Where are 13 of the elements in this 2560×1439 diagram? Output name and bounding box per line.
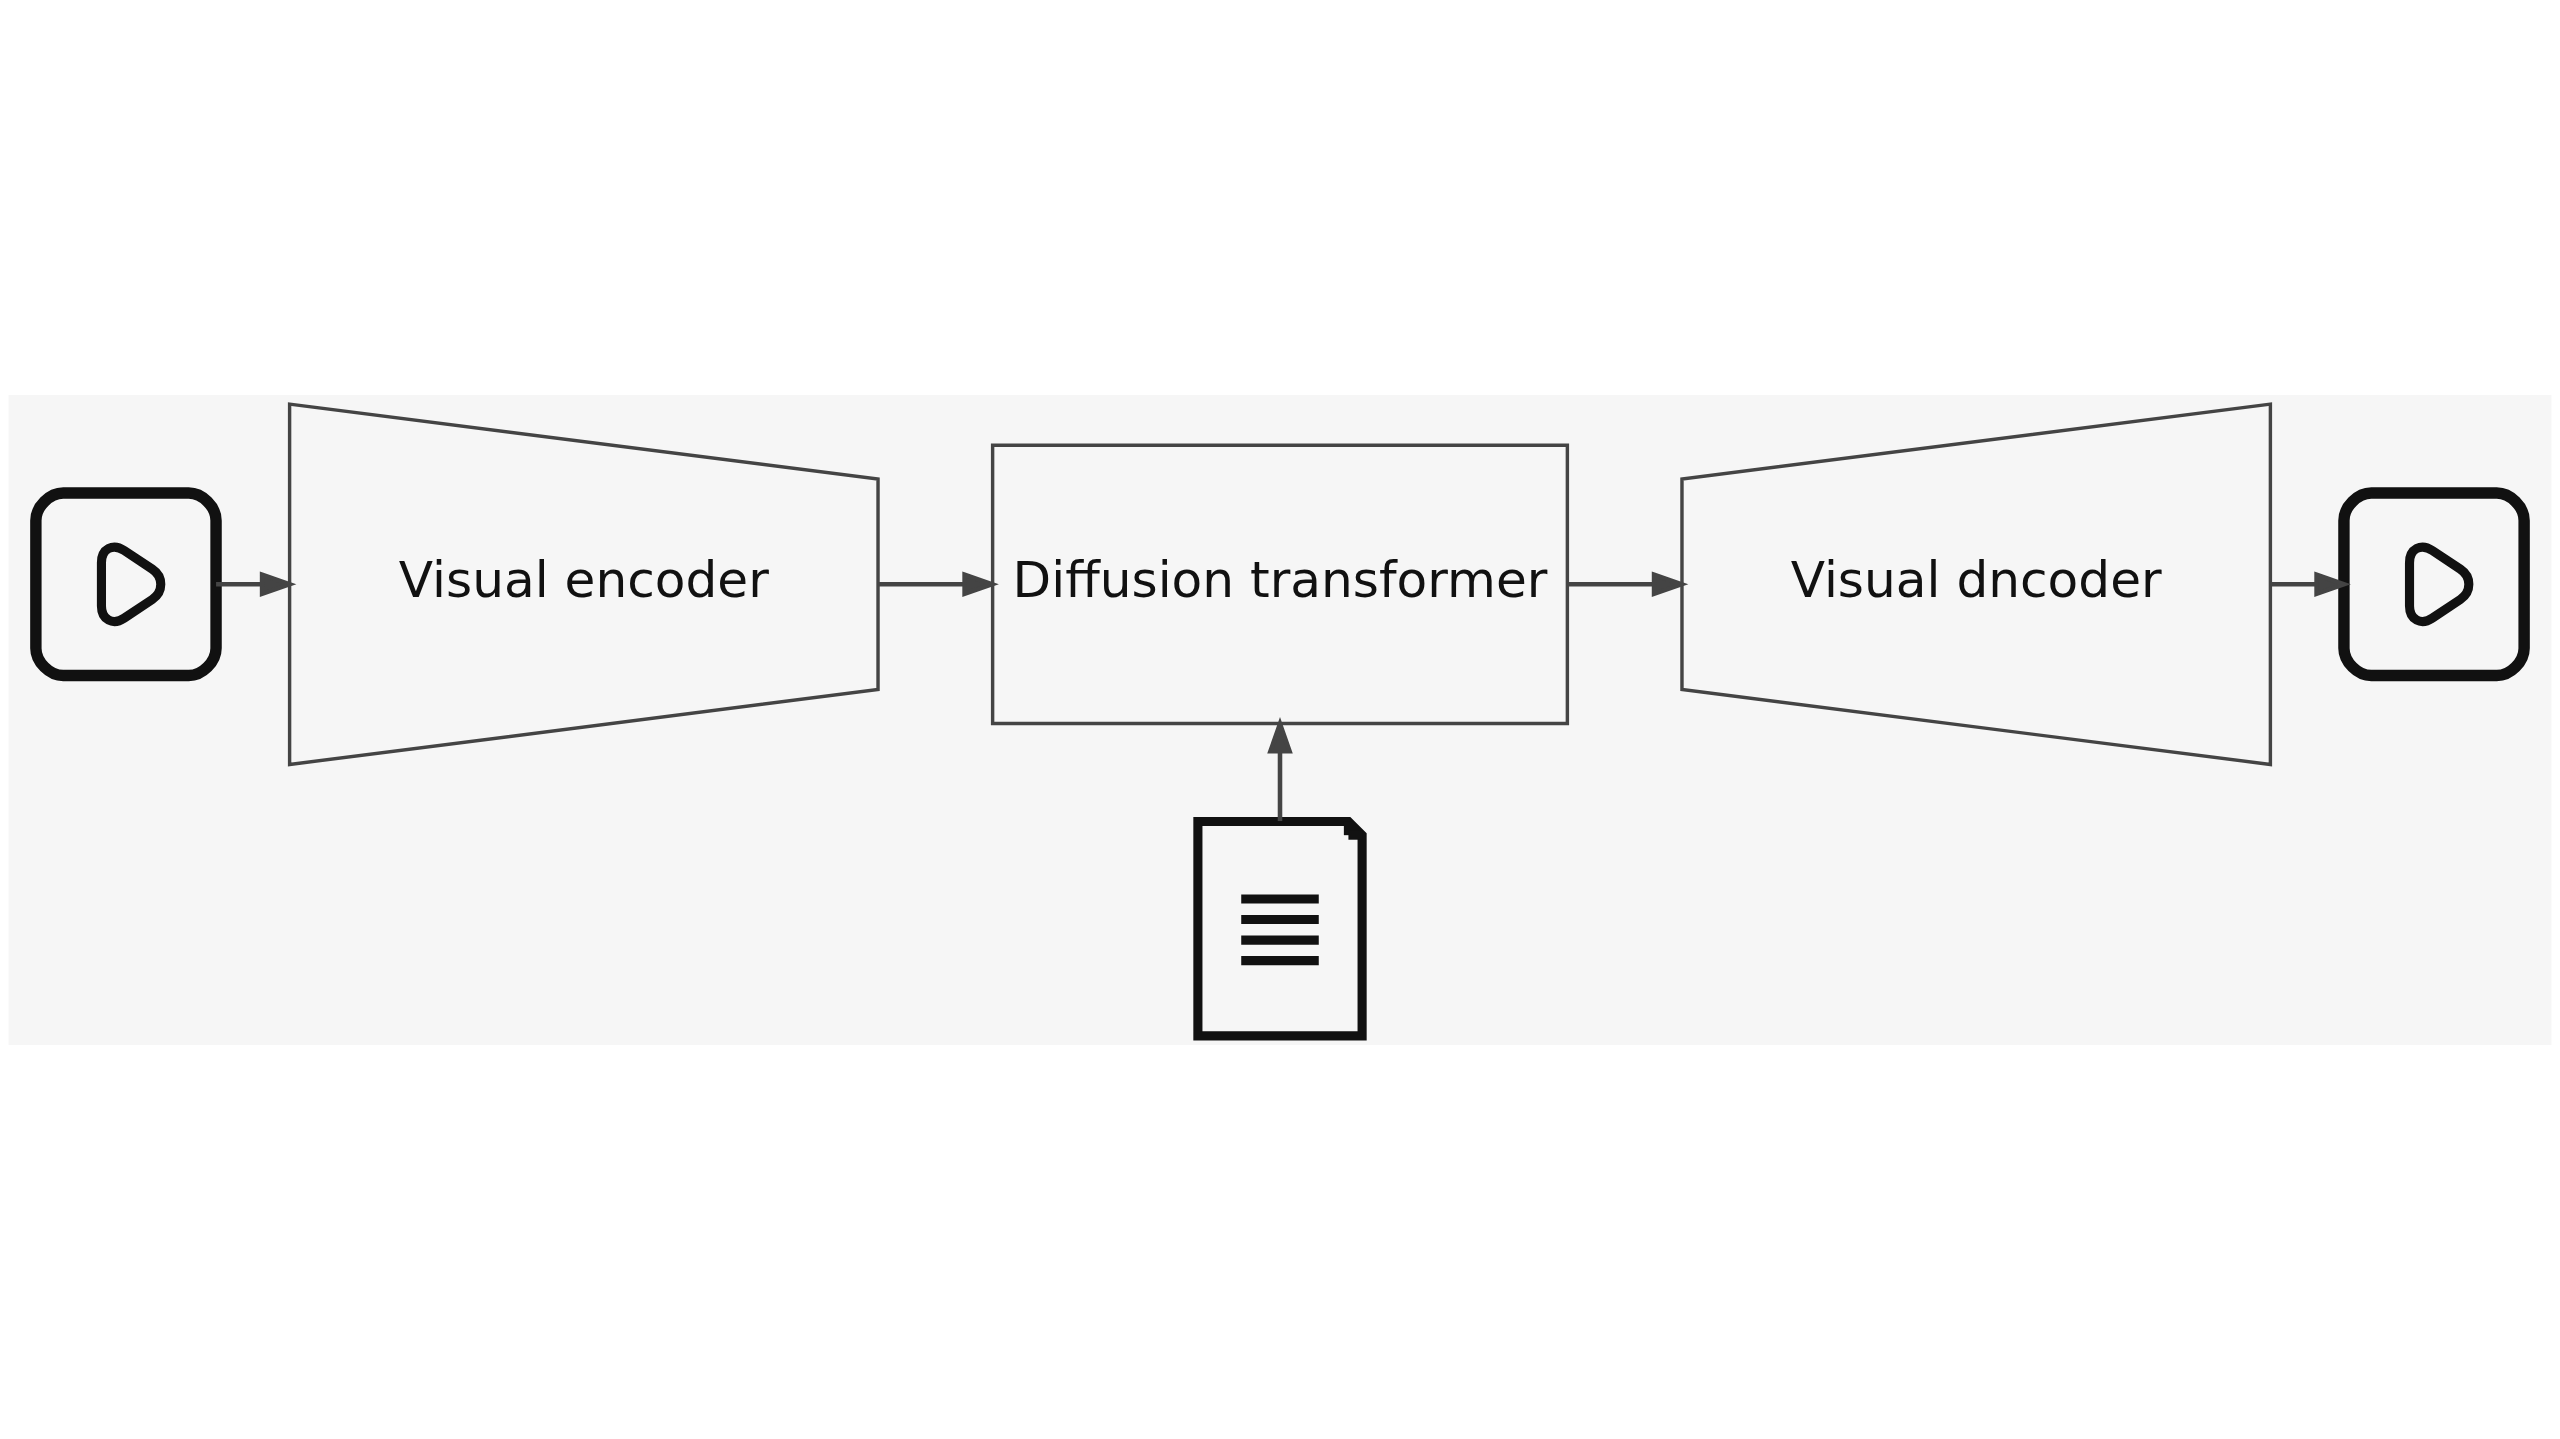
arrow [1267,716,1293,821]
node-box: Visual dncoder [1680,401,2273,766]
arrow [878,571,999,597]
cluster [2338,486,2530,681]
arrow [216,571,297,597]
arrow [2270,571,2351,597]
node-triangle [96,542,166,626]
cluster [30,486,222,681]
node-triangle [2404,542,2474,626]
arrow [1567,571,1689,597]
node-box: Diffusion transformer [990,442,1570,725]
node-picture [1193,816,1367,1040]
node-box: Visual encoder [287,401,880,766]
